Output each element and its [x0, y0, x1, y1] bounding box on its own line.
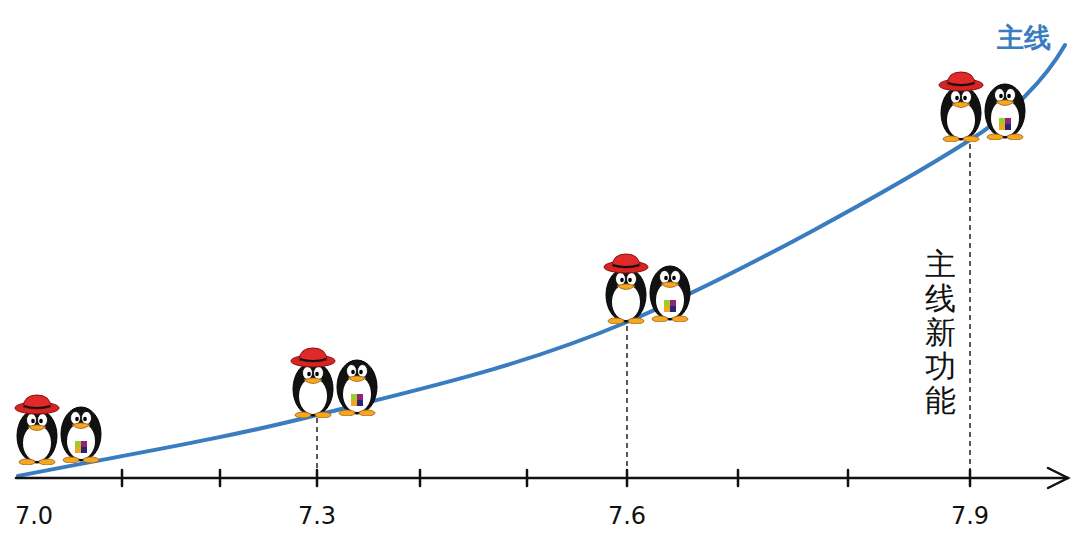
time-axis: [16, 468, 1068, 488]
version-label: 7.0: [15, 502, 53, 530]
vertical-note: 主线新功能: [925, 247, 956, 417]
dashed-guides: [317, 144, 970, 476]
mainline-label: 主线: [997, 20, 1051, 56]
version-label: 7.9: [951, 502, 989, 530]
penguin-pairs: [15, 72, 1025, 465]
version-label: 7.3: [298, 502, 336, 530]
version-label: 7.6: [608, 502, 646, 530]
mainline-curve: [18, 45, 1065, 476]
